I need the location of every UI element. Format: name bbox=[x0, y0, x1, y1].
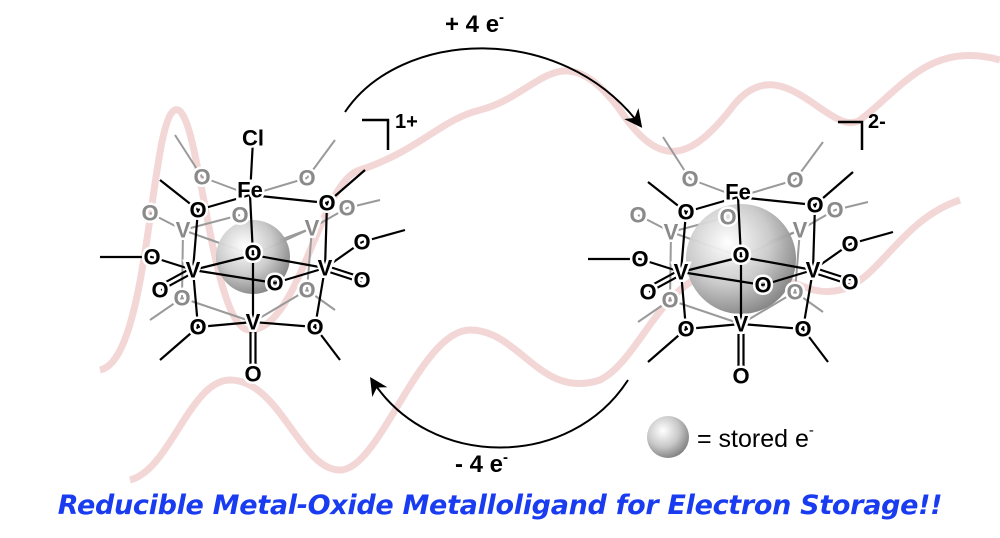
atom-v: V bbox=[806, 258, 821, 283]
atom-v-back: V bbox=[793, 218, 808, 243]
atom-o: O bbox=[353, 268, 370, 293]
atom-v: V bbox=[318, 256, 333, 281]
charge-bracket-right bbox=[838, 120, 864, 150]
front-bonds bbox=[100, 139, 406, 372]
atom-o: O bbox=[677, 200, 694, 225]
atom-v-back: V bbox=[305, 216, 320, 241]
caption: Reducible Metal-Oxide Metalloligand for … bbox=[57, 490, 943, 521]
atom-o-back: O bbox=[719, 205, 736, 230]
atom-o: O bbox=[631, 247, 648, 272]
atom-o: O bbox=[794, 317, 811, 342]
background-waves bbox=[98, 51, 1000, 484]
atom-o: O bbox=[754, 273, 771, 298]
reduction-label: + 4 e- bbox=[445, 9, 504, 38]
charge-right: 2- bbox=[868, 111, 886, 133]
atom-o: O bbox=[151, 278, 168, 303]
atom-o: O bbox=[841, 270, 858, 295]
atom-o: O bbox=[639, 280, 656, 305]
atom-o: O bbox=[732, 364, 749, 389]
atom-o-back: O bbox=[786, 280, 803, 305]
atom-o-back: O bbox=[786, 168, 803, 193]
atom-o: O bbox=[266, 271, 283, 296]
atom-o-back: O bbox=[141, 201, 158, 226]
reduction-arrow bbox=[344, 47, 643, 128]
atom-o: O bbox=[677, 317, 694, 342]
charge-bracket-left bbox=[362, 118, 390, 150]
legend-text: = stored e- bbox=[697, 422, 814, 453]
oxidation-label: - 4 e- bbox=[455, 449, 508, 478]
oxidation-arrow bbox=[370, 376, 629, 449]
atom-fe: Fe bbox=[725, 180, 751, 205]
atom-o-back: O bbox=[629, 203, 646, 228]
atom-v: V bbox=[186, 258, 201, 283]
back-bonds bbox=[149, 134, 381, 323]
atom-v: V bbox=[674, 260, 689, 285]
atom-o: O bbox=[353, 230, 370, 255]
atom-o: O bbox=[841, 232, 858, 257]
atom-o-back: O bbox=[231, 203, 248, 228]
atom-v-back: V bbox=[176, 218, 191, 243]
atom-o-back: O bbox=[193, 165, 210, 190]
atom-o-back: O bbox=[173, 286, 190, 311]
atom-o-back: O bbox=[661, 288, 678, 313]
atom-o: O bbox=[244, 241, 261, 266]
atom-o-back: O bbox=[298, 166, 315, 191]
stored-electron-sphere-icon bbox=[647, 416, 689, 458]
front-bonds bbox=[588, 171, 894, 374]
atom-v: V bbox=[734, 312, 749, 337]
atom-cl: Cl bbox=[242, 126, 264, 151]
atom-o-back: O bbox=[826, 198, 843, 223]
atom-o: O bbox=[143, 245, 160, 270]
atom-o: O bbox=[244, 362, 261, 387]
atom-v: V bbox=[246, 310, 261, 335]
atom-o-back: O bbox=[338, 196, 355, 221]
atom-o: O bbox=[306, 315, 323, 340]
atom-o: O bbox=[189, 198, 206, 223]
atom-o: O bbox=[806, 193, 823, 218]
atom-o: O bbox=[318, 191, 335, 216]
atom-o: O bbox=[732, 243, 749, 268]
atom-o-back: O bbox=[681, 167, 698, 192]
atom-o-back: O bbox=[298, 278, 315, 303]
atom-o: O bbox=[189, 315, 206, 340]
atom-v-back: V bbox=[664, 220, 679, 245]
charge-left: 1+ bbox=[395, 111, 418, 133]
atom-fe: Fe bbox=[237, 178, 263, 203]
